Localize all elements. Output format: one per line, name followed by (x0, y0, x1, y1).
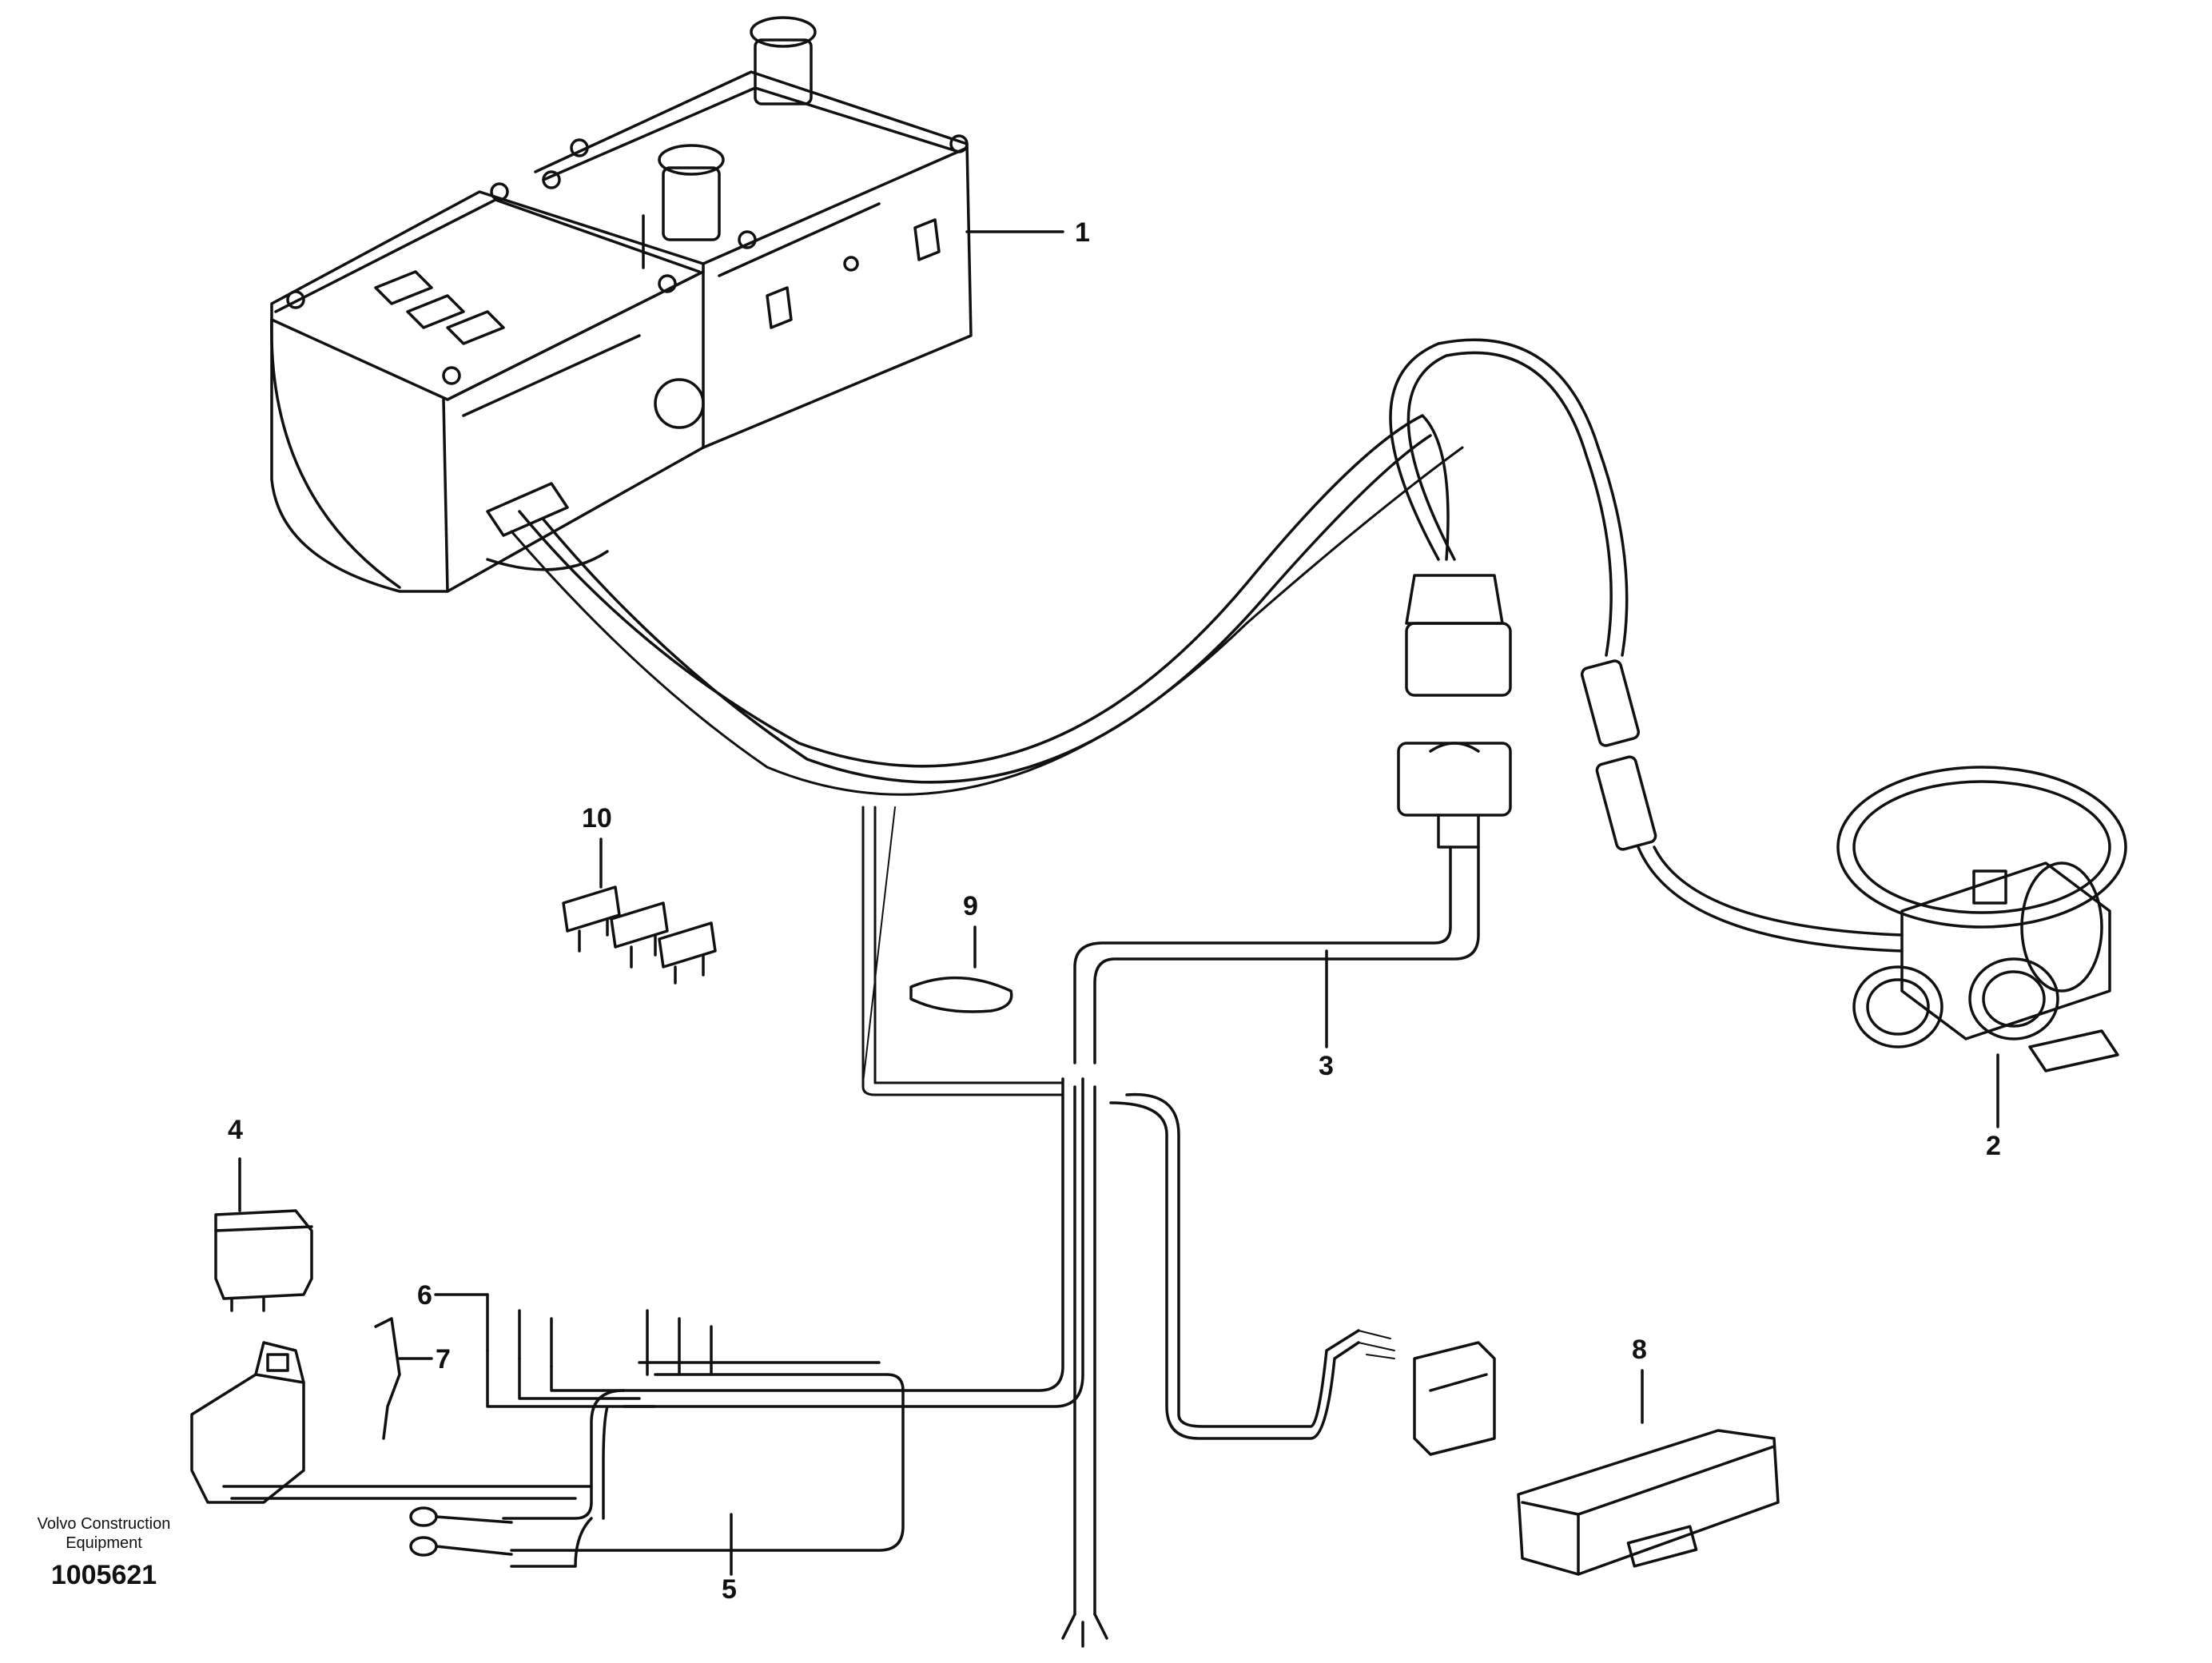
callout-7: 7 (436, 1344, 451, 1375)
callout-2: 2 (1986, 1131, 2001, 1161)
callout-9: 9 (963, 891, 978, 921)
callout-4: 4 (228, 1115, 243, 1145)
fuses (562, 885, 717, 985)
harness-5 (190, 806, 1395, 1648)
heater-unit (270, 16, 973, 593)
callout-1: 1 (1075, 217, 1090, 248)
callout-6: 6 (417, 1280, 432, 1311)
relay (214, 1209, 313, 1312)
callout-8: 8 (1632, 1335, 1647, 1365)
callout-3: 3 (1319, 1051, 1334, 1081)
control-panel (1517, 1429, 1780, 1576)
circulation-pump (1836, 766, 2127, 1072)
brand-line-2: Equipment (66, 1534, 142, 1552)
brand-line-1: Volvo Construction (37, 1515, 171, 1533)
callout-5: 5 (722, 1574, 737, 1605)
brand-text: Volvo Construction Equipment (16, 1514, 192, 1553)
harness-cables (510, 338, 1904, 1064)
document-number: 1005621 (50, 1560, 157, 1590)
callout-10: 10 (582, 803, 612, 833)
